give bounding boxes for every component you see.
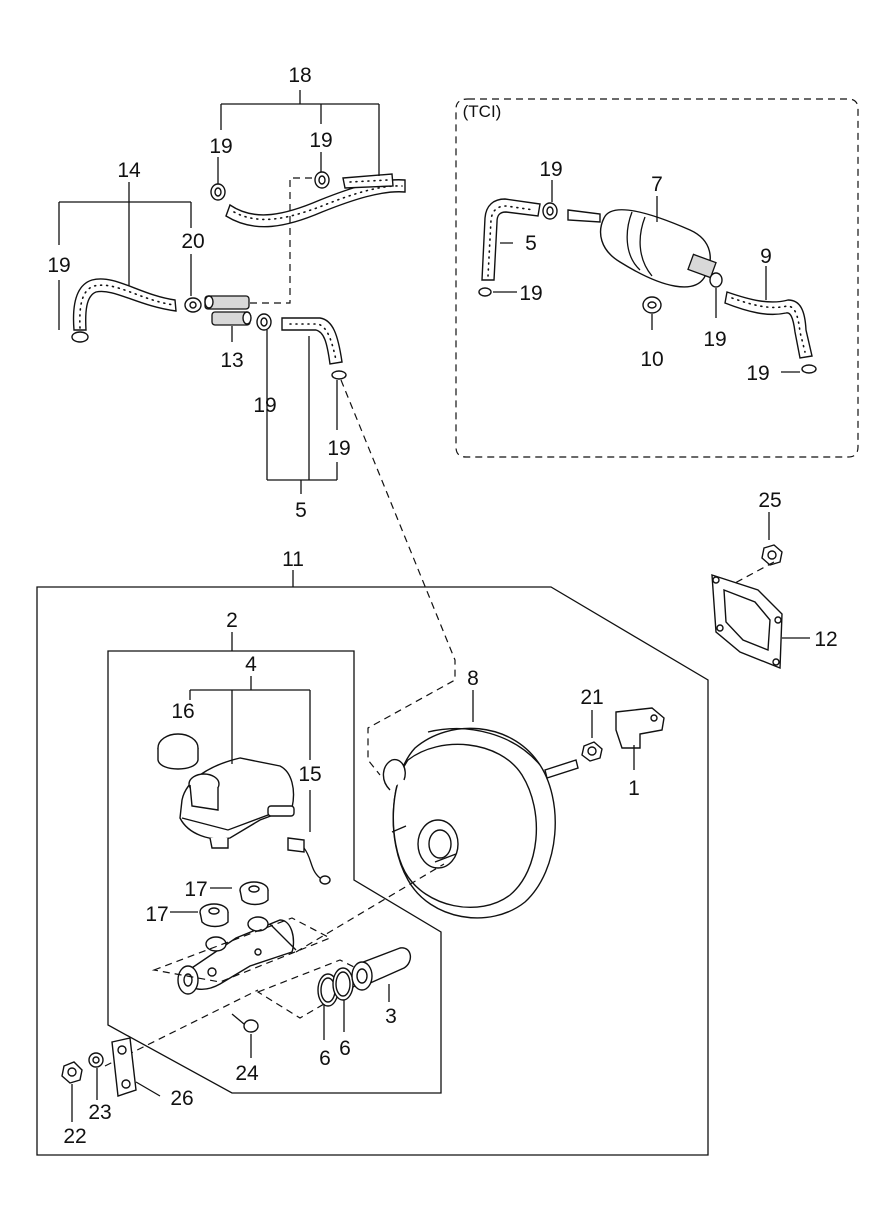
leaders-top <box>58 90 380 494</box>
tci-clamp-19-d <box>801 364 817 374</box>
callout-13: 13 <box>220 349 243 372</box>
tci-nut-10 <box>642 296 662 314</box>
callout-12: 12 <box>814 628 837 651</box>
seal-6b <box>332 967 354 1001</box>
tci-clamp-19-a <box>542 202 558 220</box>
tci-hose-9 <box>724 291 813 359</box>
reservoir-4 <box>179 757 295 849</box>
clamp-19-hose5 <box>331 370 347 380</box>
clamp-19-upper-left <box>210 183 226 201</box>
nut-22 <box>61 1061 83 1084</box>
bolt-24 <box>231 1013 259 1033</box>
callout-2: 2 <box>226 609 238 632</box>
cap-17-lower <box>199 903 229 928</box>
callout-18: 18 <box>288 64 311 87</box>
callout-19: 19 <box>519 282 542 305</box>
nut-21 <box>581 710 603 762</box>
callout-19: 19 <box>47 254 70 277</box>
callout-19: 19 <box>703 328 726 351</box>
clevis-1 <box>615 707 665 770</box>
cap-17-upper <box>239 881 269 906</box>
hose-5-middle <box>281 317 343 365</box>
callout-17: 17 <box>145 903 168 926</box>
callout-1: 1 <box>628 777 640 800</box>
master-cylinder <box>177 916 297 995</box>
piston-3 <box>351 947 411 991</box>
callout-9: 9 <box>760 245 772 268</box>
clamp-19-left <box>71 331 89 343</box>
callout-6: 6 <box>319 1047 331 1070</box>
callout-19: 19 <box>309 129 332 152</box>
callout-19: 19 <box>746 362 769 385</box>
callout-17: 17 <box>184 878 207 901</box>
assembly-11-frame <box>36 586 709 1156</box>
leaders-cylinder <box>71 570 390 1122</box>
leaders-reservoir <box>189 632 311 832</box>
callout-19: 19 <box>539 158 562 181</box>
tci-clamp-19-b <box>478 287 492 297</box>
callout-23: 23 <box>88 1101 111 1124</box>
callout-19: 19 <box>327 437 350 460</box>
callout-5: 5 <box>295 499 307 522</box>
nut-25 <box>761 544 783 566</box>
callout-19: 19 <box>209 135 232 158</box>
callout-19: 19 <box>253 394 276 417</box>
hose-14 <box>72 278 177 331</box>
callout-20: 20 <box>181 230 204 253</box>
callout-6: 6 <box>339 1037 351 1060</box>
gasket-12 <box>711 512 810 670</box>
callout-10: 10 <box>640 348 663 371</box>
callout-8: 8 <box>467 667 479 690</box>
tci-clamp-19-c <box>709 272 723 288</box>
check-valve-13 <box>204 295 252 326</box>
hose-18 <box>225 173 406 228</box>
callout-7: 7 <box>651 173 663 196</box>
callout-16: 16 <box>171 700 194 723</box>
tci-label: (TCI) <box>463 102 502 121</box>
callout-21: 21 <box>580 686 603 709</box>
callout-11: 11 <box>282 548 304 571</box>
clamp-19-valve <box>256 313 272 331</box>
clamp-19-upper-mid <box>314 171 330 189</box>
tci-frame: (TCI) <box>455 98 859 458</box>
callout-26: 26 <box>170 1087 193 1110</box>
tci-hose-5 <box>481 198 541 281</box>
callout-4: 4 <box>245 653 257 676</box>
callout-3: 3 <box>385 1005 397 1028</box>
callouts: 18 19 19 14 20 19 13 19 19 5 11 2 4 16 1… <box>47 64 837 1148</box>
sensor-15 <box>287 837 331 885</box>
tci-canister-7 <box>567 208 717 288</box>
callout-14: 14 <box>117 159 141 182</box>
assembly-2-frame <box>107 650 442 1094</box>
callout-24: 24 <box>235 1062 259 1085</box>
brake-booster-8 <box>382 727 579 919</box>
washer-23 <box>88 1052 104 1068</box>
callout-22: 22 <box>63 1125 86 1148</box>
callout-15: 15 <box>298 763 321 786</box>
callout-5: 5 <box>525 232 537 255</box>
bracket-26 <box>111 1037 137 1097</box>
reservoir-cap-16 <box>157 733 199 770</box>
tci-leaders <box>493 180 800 373</box>
callout-25: 25 <box>758 489 781 512</box>
clamp-20 <box>184 297 202 313</box>
